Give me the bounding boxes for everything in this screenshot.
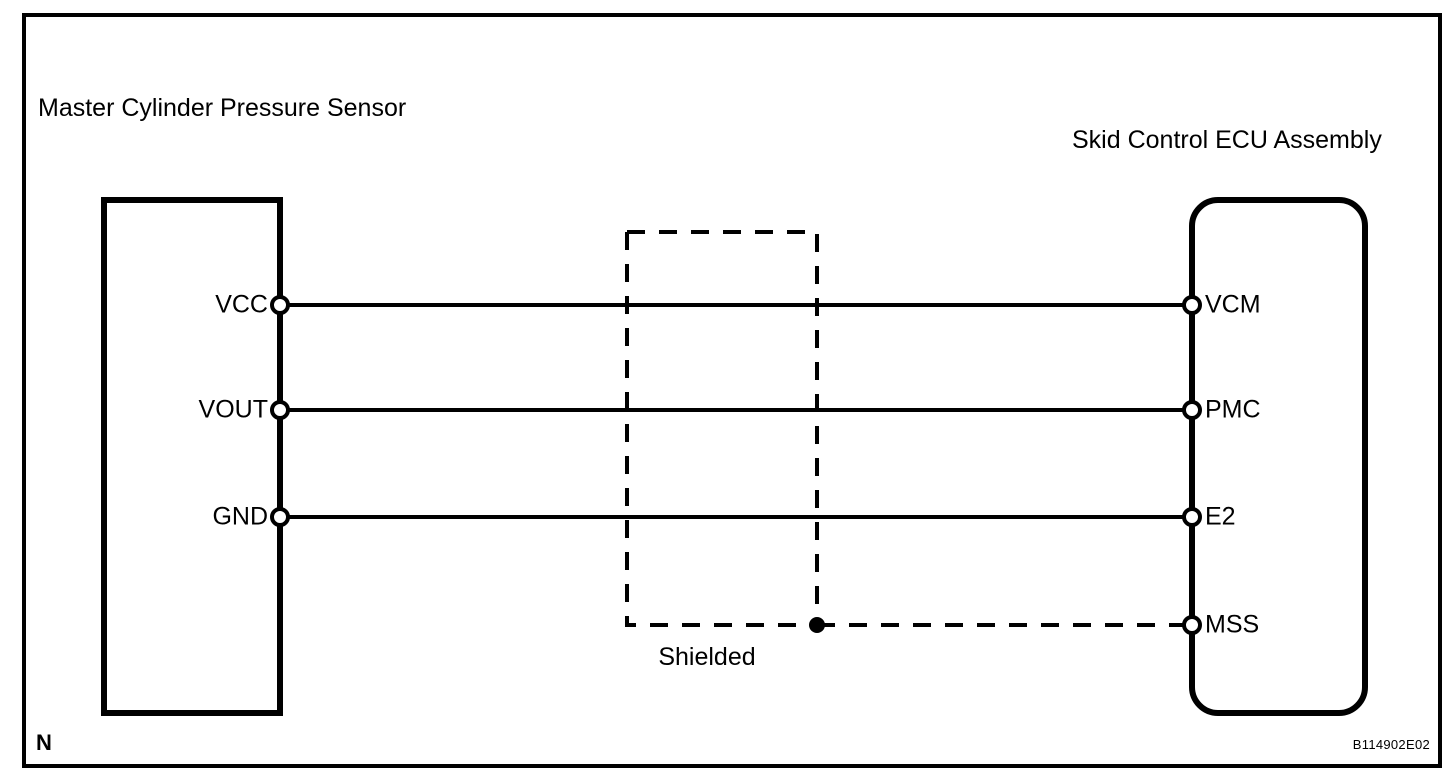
left-connector-box (101, 197, 283, 716)
pin-label-mss: MSS (1205, 610, 1260, 639)
shield-dashed-box (625, 230, 819, 627)
corner-mark-n: N (36, 730, 52, 755)
pin-label-gnd: GND (212, 502, 268, 531)
terminal-pmc (1182, 400, 1202, 420)
pin-label-vout: VOUT (198, 395, 268, 424)
terminal-mss (1182, 615, 1202, 635)
terminal-vcc (270, 295, 290, 315)
figure-reference-code: B114902E02 (1352, 737, 1430, 752)
shielded-label: Shielded (658, 643, 756, 671)
shield-junction-dot (809, 617, 825, 633)
right-component-title: Skid Control ECU Assembly (1072, 126, 1382, 154)
terminal-e2 (1182, 507, 1202, 527)
terminal-vcm (1182, 295, 1202, 315)
terminal-vout (270, 400, 290, 420)
right-ecu-box (1189, 197, 1368, 716)
pin-label-vcc: VCC (215, 290, 268, 319)
left-component-title: Master Cylinder Pressure Sensor (38, 94, 407, 122)
pin-label-pmc: PMC (1205, 395, 1261, 424)
pin-label-e2: E2 (1205, 502, 1236, 531)
diagram-border (22, 13, 1442, 768)
pin-label-vcm: VCM (1205, 290, 1261, 319)
terminal-gnd (270, 507, 290, 527)
